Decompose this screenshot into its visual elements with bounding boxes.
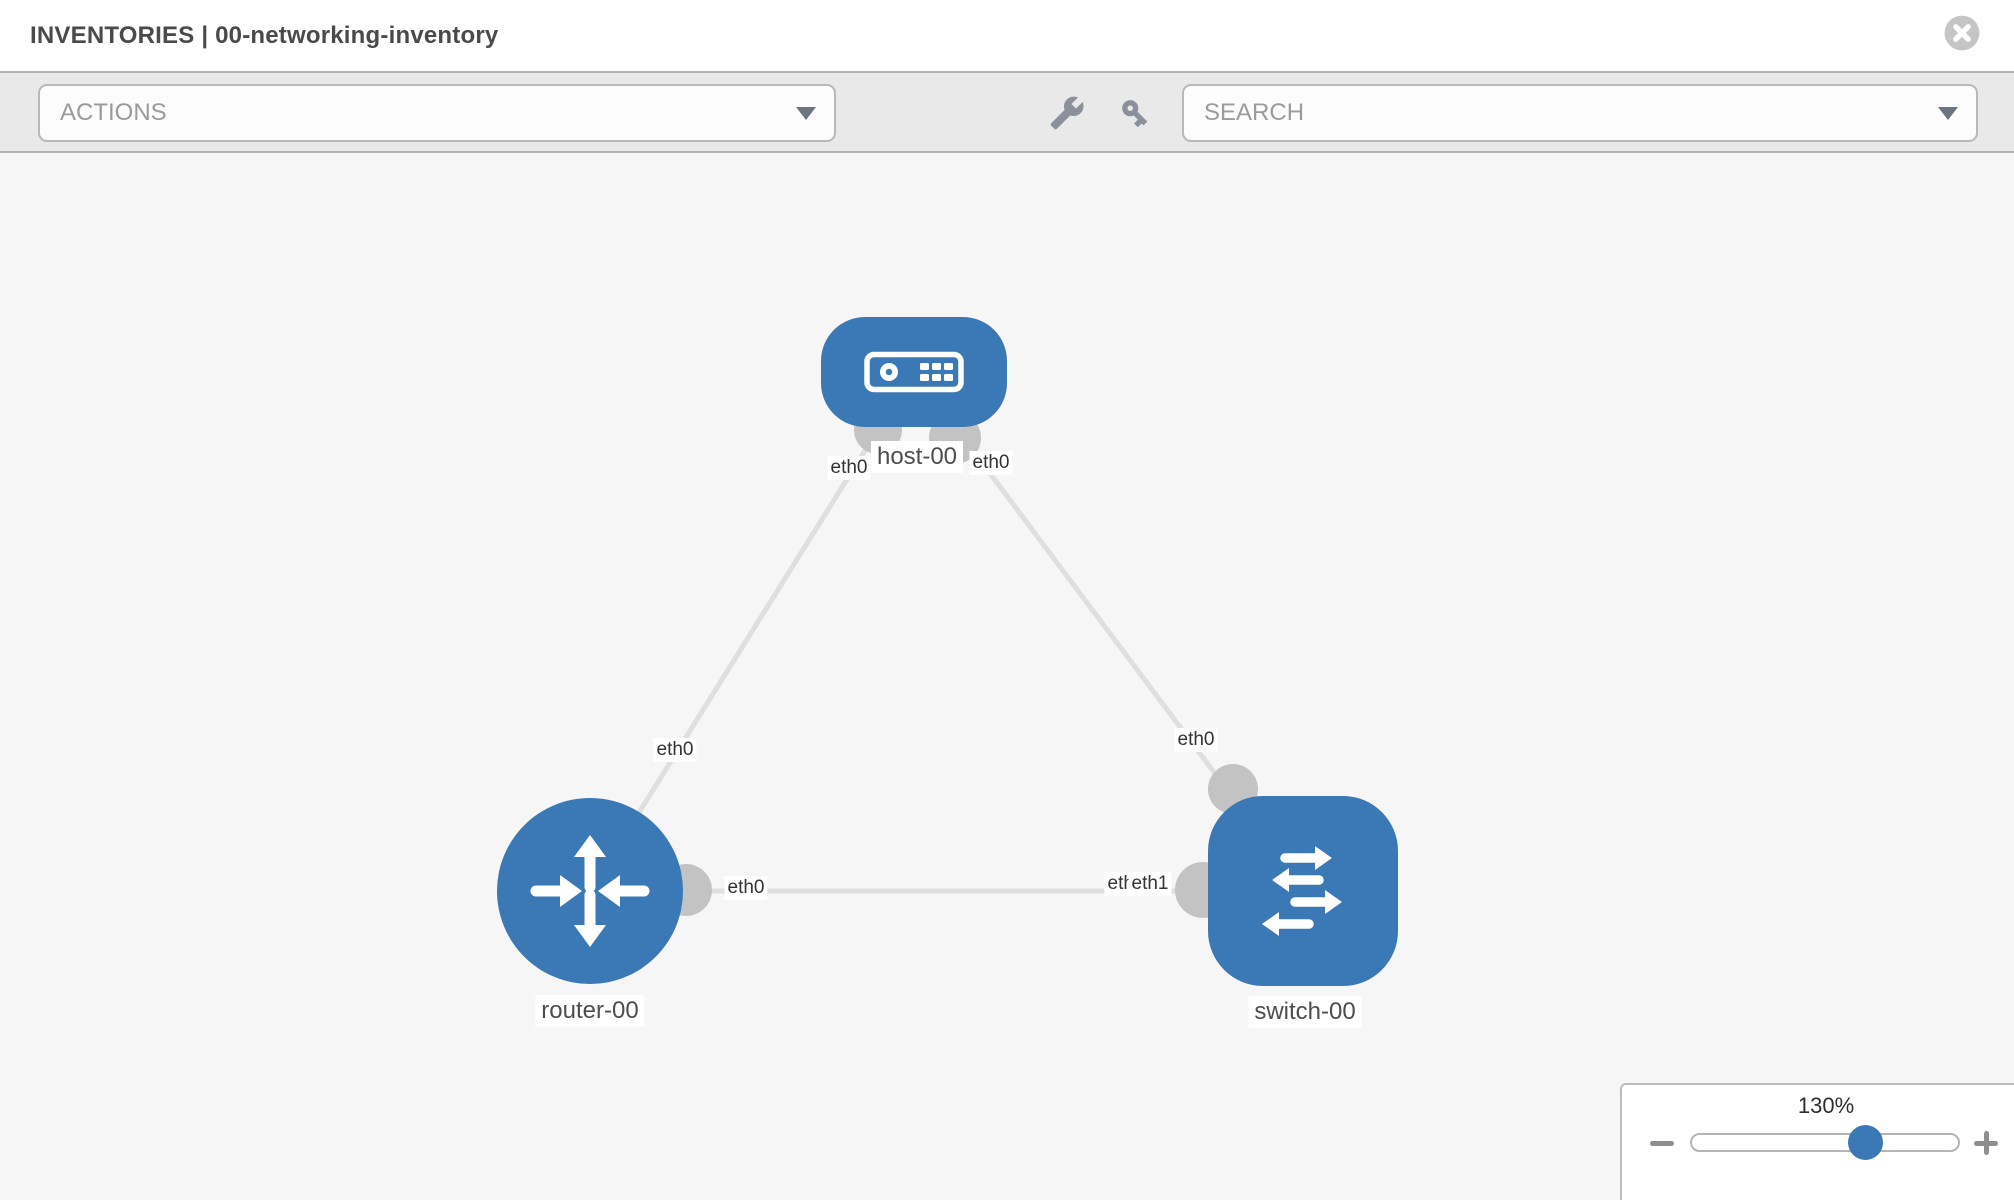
zoom-slider-track[interactable]	[1690, 1133, 1960, 1152]
actions-dropdown[interactable]: ACTIONS	[38, 84, 836, 142]
key-icon	[1122, 100, 1148, 128]
node-router-00[interactable]	[497, 798, 683, 984]
zoom-slider-handle[interactable]	[1848, 1125, 1883, 1160]
interface-label: eth0	[827, 456, 871, 480]
interface-label: eth0	[1174, 728, 1218, 752]
node-label-switch-00: switch-00	[1248, 996, 1362, 1028]
topology-graph	[497, 317, 1398, 986]
node-label-router-00: router-00	[535, 995, 645, 1027]
node-switch-00[interactable]	[1208, 796, 1398, 986]
interface-label: eth0	[653, 738, 697, 762]
toolbar: ACTIONS SEARCH	[0, 71, 2014, 153]
page-title: INVENTORIES | 00-networking-inventory	[30, 22, 499, 49]
node-label-host-00: host-00	[870, 441, 964, 473]
zoom-in-button[interactable]	[1972, 1129, 2000, 1157]
interface-label: eth1	[1128, 872, 1172, 896]
search-dropdown-label: SEARCH	[1204, 99, 1305, 126]
node-host-00[interactable]	[821, 317, 1007, 427]
search-dropdown[interactable]: SEARCH	[1182, 84, 1978, 142]
zoom-out-button[interactable]	[1648, 1129, 1676, 1157]
configure-button[interactable]	[1047, 94, 1087, 134]
titlebar: INVENTORIES | 00-networking-inventory	[0, 0, 2014, 71]
zoom-level-value: 130%	[1797, 1093, 1855, 1118]
chevron-down-icon	[1938, 106, 1958, 120]
close-button[interactable]	[1943, 14, 1981, 52]
credentials-button[interactable]	[1115, 94, 1155, 134]
interface-label: eth0	[724, 876, 768, 900]
interface-label: eth0	[969, 451, 1013, 475]
actions-dropdown-label: ACTIONS	[60, 99, 167, 126]
chevron-down-icon	[796, 106, 816, 120]
close-icon	[1944, 15, 1980, 51]
wrench-icon	[1050, 96, 1084, 129]
zoom-panel: 130%	[1620, 1083, 2014, 1200]
